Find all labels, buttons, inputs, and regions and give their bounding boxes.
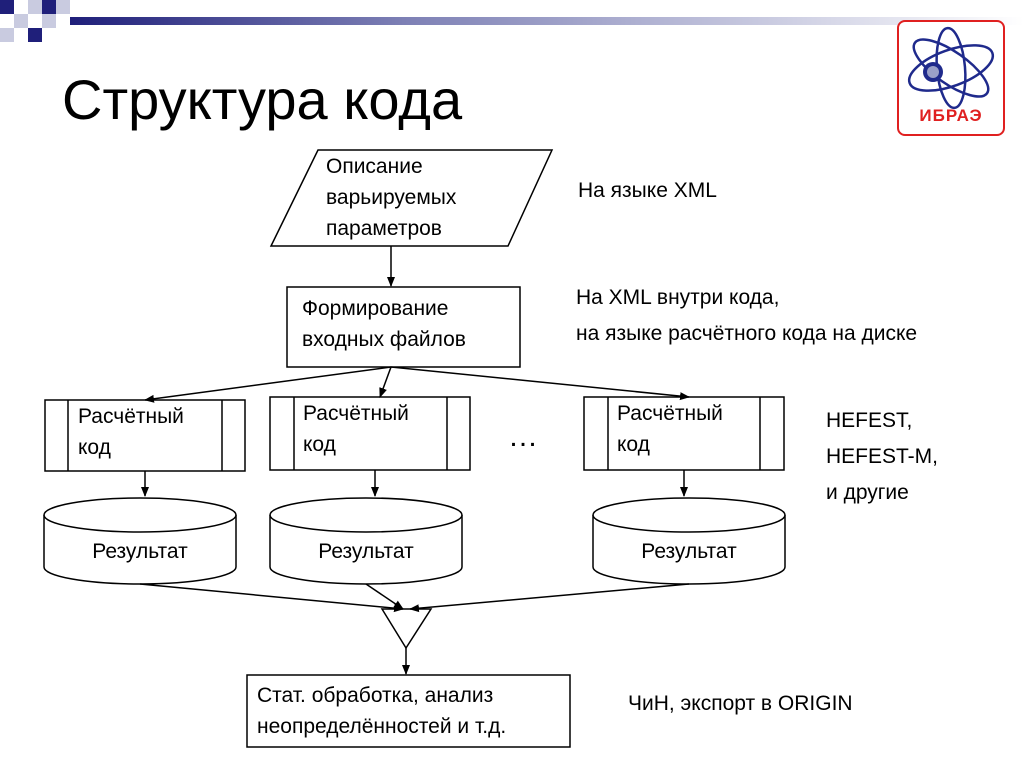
calc-node-text-1: Расчётный код (78, 405, 184, 459)
result-cylinder-3 (592, 497, 786, 585)
slide-title: Структура кода (62, 68, 463, 131)
form-box (286, 286, 521, 368)
note-input: На языке XML (578, 179, 717, 202)
calc-box-3 (583, 396, 785, 471)
logo-text: ИБРАЭ (919, 106, 983, 125)
note-form: На XML внутри кода, на языке расчётного … (576, 286, 918, 345)
result-node-text-1: Результат (92, 540, 188, 563)
calc-node-text-2: Расчётный код (303, 402, 409, 456)
corner-decoration (0, 0, 1024, 42)
input-node-text: Описание варьируемых параметров (326, 155, 457, 240)
result-cylinder-2 (269, 497, 463, 585)
stat-box (246, 674, 571, 748)
calc-box-1 (44, 399, 246, 472)
logo: ИБРАЭ (897, 20, 1005, 136)
form-node-text: Формирование входных файлов (302, 297, 466, 351)
stat-node-text: Стат. обработка, анализ неопределённосте… (257, 684, 507, 738)
note-calc: HEFEST, HEFEST-M, и другие (826, 409, 939, 504)
note-stat: ЧиН, экспорт в ORIGIN (628, 692, 853, 715)
calc-box-2 (269, 396, 471, 471)
result-node-text-2: Результат (318, 540, 414, 563)
merge-triangle (380, 608, 433, 650)
atom-icon (907, 26, 995, 110)
ellipsis: … (508, 420, 538, 453)
result-node-text-3: Результат (641, 540, 737, 563)
calc-node-text-3: Расчётный код (617, 402, 723, 456)
result-cylinder-1 (43, 497, 237, 585)
input-parallelogram (269, 149, 554, 247)
